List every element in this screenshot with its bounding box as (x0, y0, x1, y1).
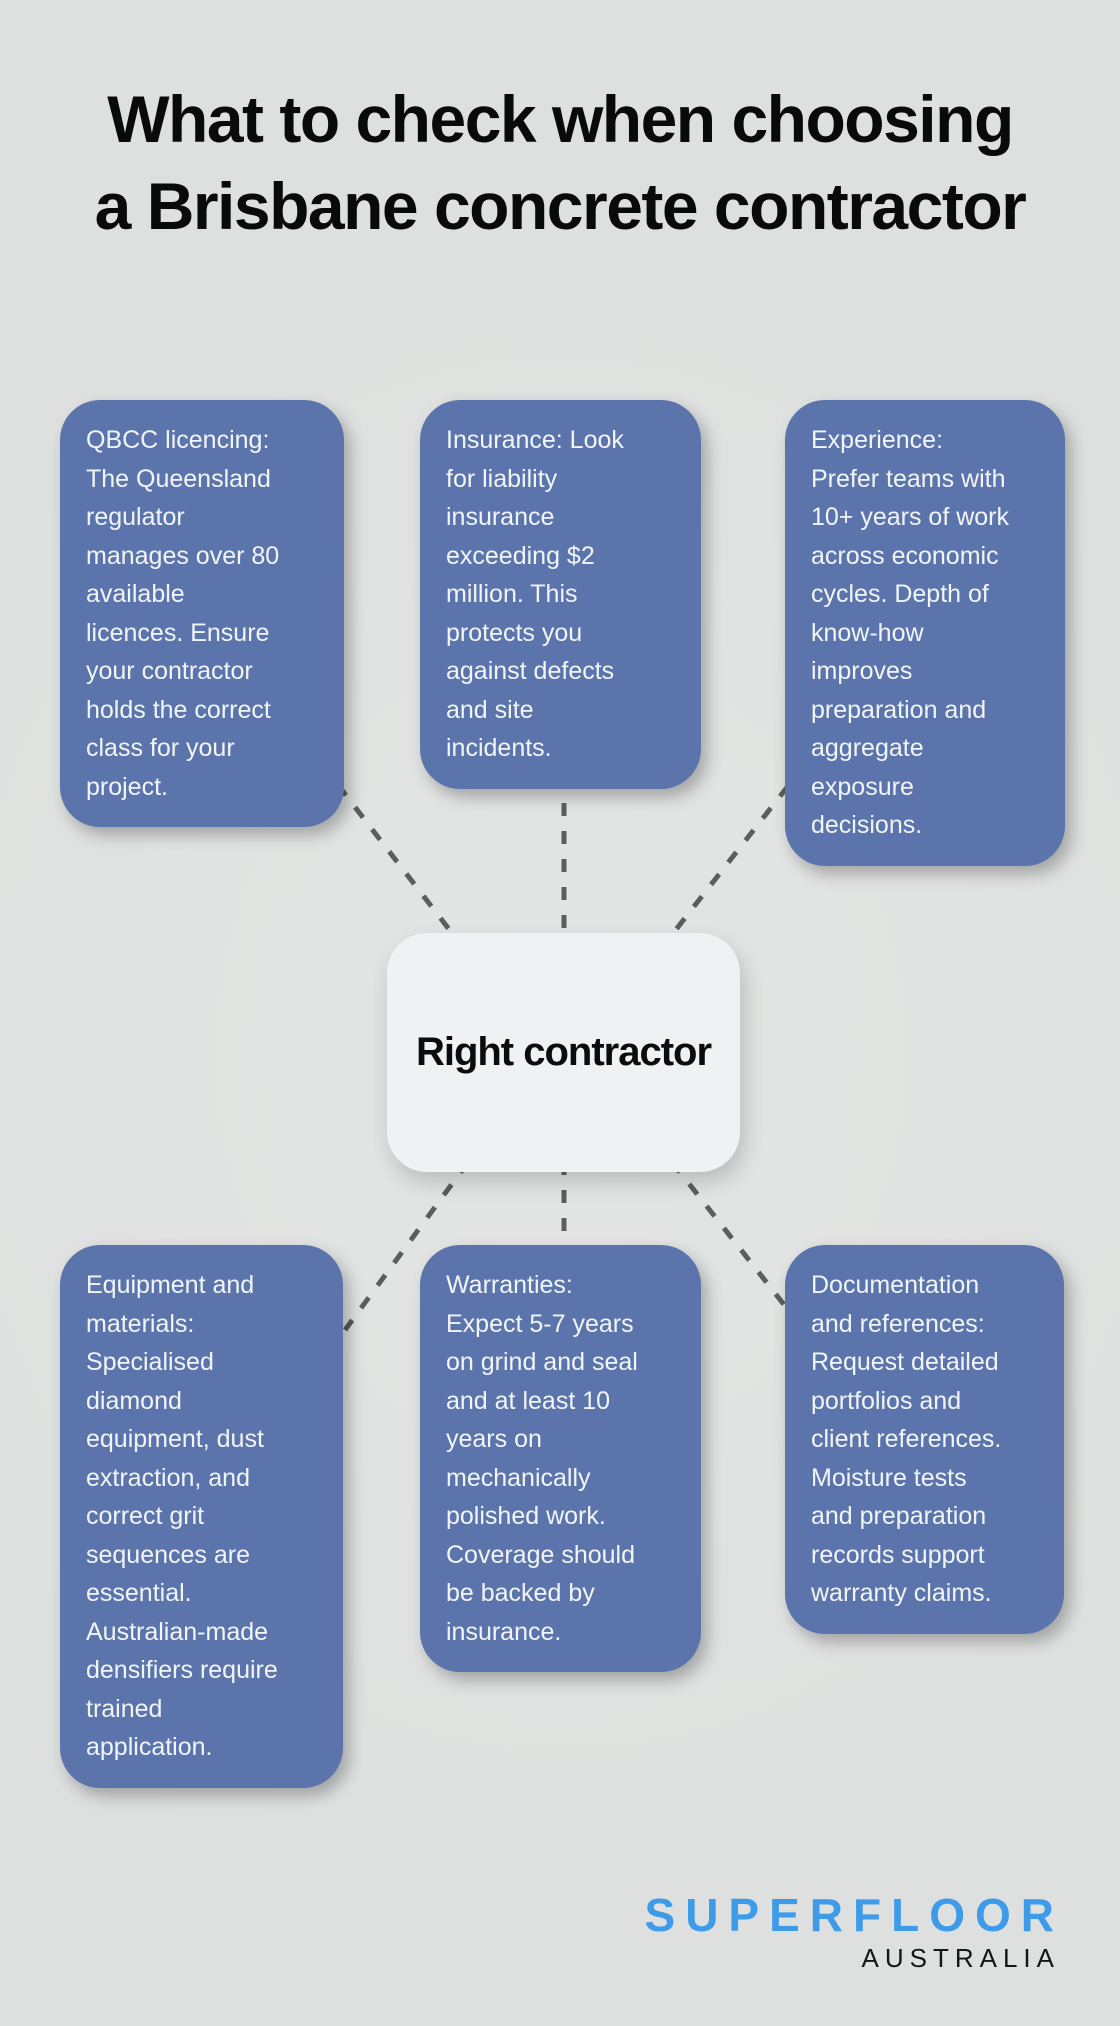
node-documentation-and-references-text: Documentation and references: Request de… (811, 1271, 1002, 1607)
connector-experience-to-center (658, 784, 790, 952)
logo-sub-text: AUSTRALIA (861, 1943, 1060, 1973)
center-node-label: Right contractor (415, 1030, 712, 1074)
connector-center-to-documentation (670, 1160, 802, 1327)
node-warranties-text: Warranties: Expect 5-7 years on grind an… (446, 1271, 638, 1646)
node-warranties: Warranties: Expect 5-7 years on grind an… (420, 1245, 701, 1672)
node-experience-text: Experience: Prefer teams with 10+ years … (811, 426, 1010, 839)
center-node-right-contractor: Right contractor (387, 933, 740, 1172)
logo-brand-text: SUPERFLOOR (644, 1889, 1064, 1941)
page-title-line-2: a Brisbane concrete contractor (94, 169, 1027, 243)
superfloor-logo: SUPERFLOOR AUSTRALIA (645, 1888, 1054, 1974)
node-insurance: Insurance: Look for liability insurance … (420, 400, 701, 789)
connector-qbcc-to-center (336, 783, 467, 952)
node-equipment-and-materials-text: Equipment and materials: Specialised dia… (86, 1271, 278, 1761)
node-insurance-text: Insurance: Look for liability insurance … (446, 426, 624, 762)
page-title-line-1: What to check when choosing (107, 82, 1014, 156)
node-documentation-and-references: Documentation and references: Request de… (785, 1245, 1064, 1634)
page-title: What to check when choosing a Brisbane c… (0, 76, 1120, 250)
node-equipment-and-materials: Equipment and materials: Specialised dia… (60, 1245, 343, 1788)
node-qbcc-licencing-text: QBCC licencing: The Queensland regulator… (86, 426, 280, 801)
node-qbcc-licencing: QBCC licencing: The Queensland regulator… (60, 400, 344, 827)
node-experience: Experience: Prefer teams with 10+ years … (785, 400, 1065, 866)
connector-center-to-equipment (342, 1160, 471, 1332)
